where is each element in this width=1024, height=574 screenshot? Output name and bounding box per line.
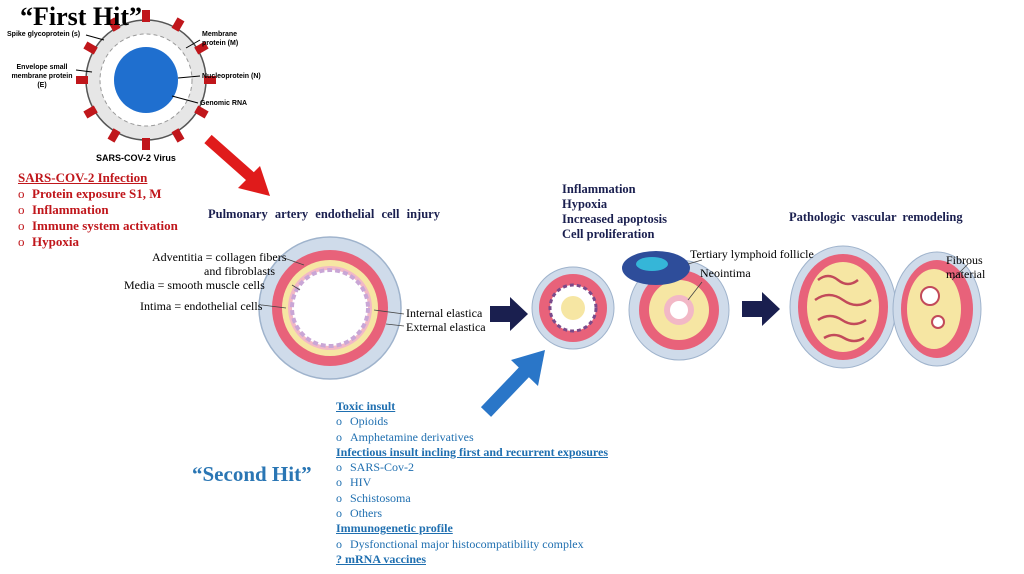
neointima-artery xyxy=(622,251,730,361)
media-label: Media = smooth muscle cells xyxy=(124,278,265,292)
tertiary-lymphoid-label: Tertiary lymphoid follicle xyxy=(690,247,814,261)
infectious-insult-heading: Infectious insult incling first and recu… xyxy=(336,444,609,459)
virus-illustration xyxy=(75,10,216,150)
list-item: Schistosoma xyxy=(336,491,608,507)
sars-infection-list: SARS-COV-2 Infection Protein exposure S1… xyxy=(18,170,178,250)
sars-infection-heading: SARS-COV-2 Infection xyxy=(18,170,148,185)
internal-elastica-label: Internal elastica xyxy=(406,306,483,320)
list-item: Dysfonctional major histocompatibility c… xyxy=(336,537,608,553)
inflamed-artery xyxy=(531,266,615,350)
list-item: Protein exposure S1, M xyxy=(18,186,178,202)
list-item: SARS-Cov-2 xyxy=(336,460,608,476)
list-item: Inflammation xyxy=(562,182,636,196)
spike-proteins xyxy=(76,10,216,150)
pulmonary-title: Pulmonary artery endothelial cell injury xyxy=(208,207,440,221)
envelope-label: Envelope small membrane protein (E) xyxy=(11,64,73,89)
nucleoprotein-label: Nucleoprotein (N) xyxy=(202,73,261,80)
stage-mechanisms-list: Inflammation Hypoxia Increased apoptosis… xyxy=(562,182,667,242)
second-hit-title: “Second Hit” xyxy=(192,462,312,486)
toxic-insult-heading: Toxic insult xyxy=(336,399,396,413)
virus-name: SARS-COV-2 Virus xyxy=(96,153,176,163)
fibrous-lesion xyxy=(892,251,982,367)
list-item: Opioids xyxy=(336,414,608,430)
list-item: Immune system activation xyxy=(18,218,178,234)
membrane-label: Membrane protein (M) xyxy=(202,31,239,47)
list-item: Cell proliferation xyxy=(562,227,655,241)
stage-arrow-1 xyxy=(490,297,528,331)
plexiform-lesion xyxy=(789,245,897,369)
second-hit-list: Toxic insult Opioids Amphetamine derivat… xyxy=(336,399,608,567)
remodeling-title: Pathologic vascular remodeling xyxy=(789,210,963,224)
list-item: Amphetamine derivatives xyxy=(336,430,608,446)
fibrous-material-label: Fibrous material xyxy=(946,253,986,281)
neointima-label: Neointima xyxy=(700,266,751,280)
immunogenetic-heading: Immunogenetic profile xyxy=(336,521,453,536)
mrna-vaccines-heading: ? mRNA vaccines xyxy=(336,551,426,566)
list-item: Hypoxia xyxy=(18,234,178,250)
list-item: Others xyxy=(336,506,608,522)
second-hit-arrow xyxy=(480,350,545,417)
list-item: Increased apoptosis xyxy=(562,212,667,226)
list-item: Inflammation xyxy=(18,202,178,218)
spike-label: Spike glycoprotein (s) xyxy=(7,31,81,38)
stage-arrow-2 xyxy=(742,292,780,326)
adventitia-label-cont: and fibroblasts xyxy=(204,264,275,278)
normal-artery xyxy=(258,236,405,380)
external-elastica-label: External elastica xyxy=(406,320,486,334)
intima-label: Intima = endothelial cells xyxy=(140,299,263,313)
first-hit-arrow xyxy=(204,134,270,196)
list-item: HIV xyxy=(336,475,608,491)
genomic-rna-label: Genomic RNA xyxy=(200,100,248,107)
first-hit-title: “First Hit” xyxy=(20,2,143,31)
adventitia-label: Adventitia = collagen fibers xyxy=(152,250,287,264)
list-item: Hypoxia xyxy=(562,197,608,211)
